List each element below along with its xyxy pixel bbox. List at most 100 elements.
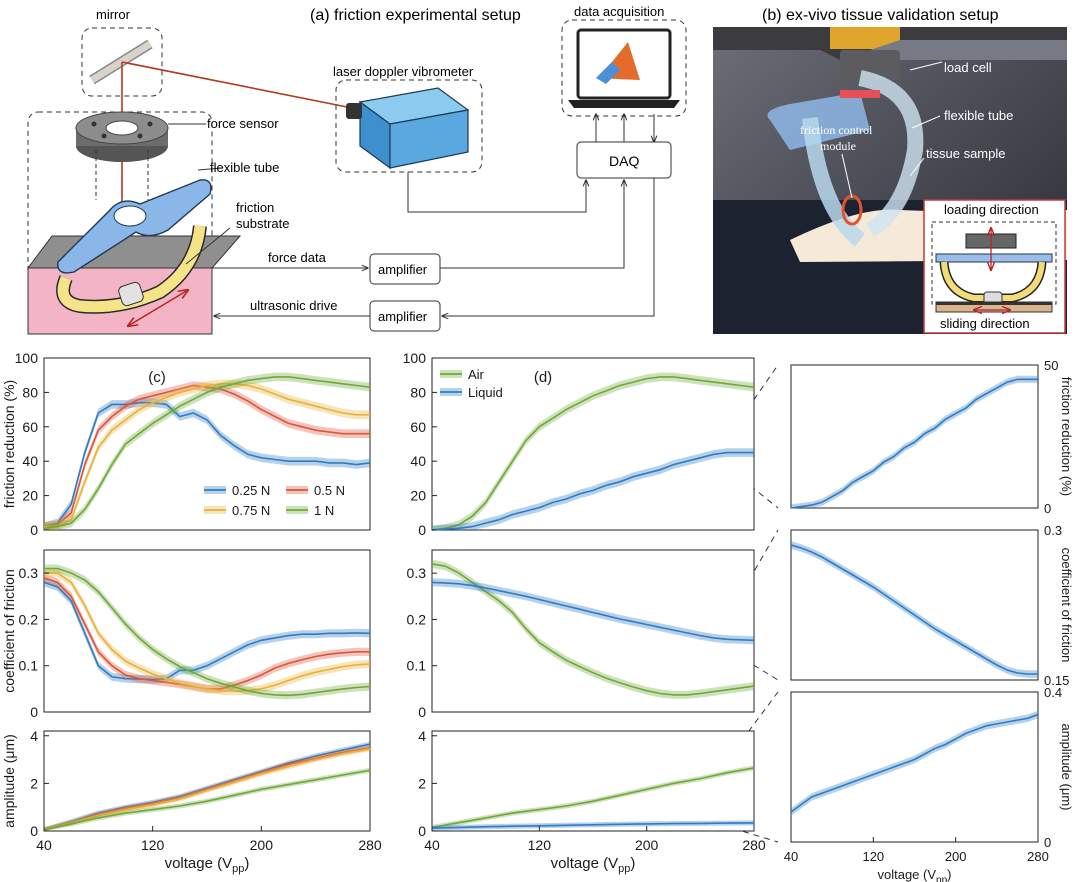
- label-module: module: [820, 139, 856, 153]
- xlabel-c_amp: voltage (Vpp): [165, 855, 250, 875]
- series-line-c_cof-0: [43, 581, 371, 681]
- ytick-label-d_cof: 0.3: [407, 565, 427, 581]
- xlabel-d_amp: voltage (Vpp): [551, 855, 636, 875]
- series-line-c_amp-3: [43, 769, 371, 831]
- ytick-label-z_amp: 0.4: [1044, 685, 1062, 700]
- series-line-z_amp-0: [790, 713, 1039, 813]
- label-ultrasonic-drive: ultrasonic drive: [250, 298, 337, 313]
- ytick-label-z_fr: 50: [1044, 358, 1058, 373]
- ytick-label-d_fr: 40: [410, 453, 426, 469]
- ytick-label-d_fr: 60: [410, 419, 426, 435]
- ytick-label-z_fr: 0: [1044, 501, 1051, 516]
- ytick-label-d_cof: 0.1: [407, 658, 427, 674]
- series-line-d_amp-0: [431, 767, 755, 829]
- ytick-label-d_cof: 0: [418, 704, 426, 720]
- series-line-c_fr-2: [44, 383, 370, 528]
- xtick-label-d_amp: 120: [528, 837, 552, 853]
- label-loading-direction: loading direction: [944, 202, 1039, 217]
- ytick-label-z_amp: 0: [1044, 835, 1051, 850]
- band-c_fr-3: [44, 372, 370, 530]
- leader-load-cell: [909, 61, 943, 71]
- ylabel-c_cof: coefficient of friction: [1, 569, 17, 692]
- mirror-box: [81, 27, 163, 97]
- ylabel-c_fr: friction reduction (%): [1, 380, 17, 508]
- series-line-c_amp-2: [43, 748, 371, 831]
- series-line-d_cof-1: [431, 581, 755, 642]
- axes-d_cof: [431, 549, 755, 713]
- ytick-label-d_amp: 4: [418, 728, 426, 744]
- label-friction-control: friction control: [800, 123, 873, 137]
- ylabel-z_fr: friction reduction (%): [1059, 377, 1074, 496]
- ylabel-z_cof: coefficient of friction: [1059, 548, 1074, 663]
- legend-label-c_fr: 0.5 N: [314, 483, 345, 498]
- ytick-label-c_cof: 0.3: [19, 565, 39, 581]
- legend-label-c_fr: 1 N: [314, 503, 334, 518]
- series-line-z_cof-0: [790, 544, 1038, 675]
- mirror-plate-face: [90, 41, 152, 83]
- axes-d_amp: [431, 730, 755, 832]
- label-data-acquisition: data acquisition: [574, 4, 664, 19]
- label-flexible-tube: flexible tube: [210, 160, 279, 175]
- legend-label-c_fr: 0.25 N: [232, 483, 270, 498]
- ytick-label-c_fr: 100: [15, 350, 39, 366]
- ldv-device: [346, 87, 470, 170]
- xlabel-z_amp: voltage (Vpp): [877, 867, 951, 882]
- ytick-label-c_cof: 0.2: [19, 611, 39, 627]
- ytick-label-d_cof: 0.2: [407, 611, 427, 627]
- label-substrate: substrate: [236, 216, 289, 231]
- band-d_cof-0: [432, 559, 754, 699]
- laptop-icon: [568, 28, 680, 108]
- leader-friction-control: [841, 153, 853, 199]
- label-tissue-sample: tissue sample: [926, 146, 1005, 161]
- band-c_amp-3: [44, 767, 370, 831]
- arrow-ldv-daq: [407, 172, 586, 213]
- band-c_cof-3: [44, 564, 370, 700]
- ytick-label-d_fr: 20: [410, 488, 426, 504]
- axes-z_amp: [790, 691, 1039, 843]
- ytick-label-c_amp: 0: [30, 823, 38, 839]
- series-line-c_amp-1: [43, 746, 371, 831]
- series-line-d_cof-0: [431, 563, 755, 696]
- series-line-c_cof-2: [44, 572, 371, 693]
- series-line-d_fr-1: [431, 451, 754, 531]
- axes-c_cof: [43, 549, 371, 713]
- xtick-label-c_amp: 200: [250, 837, 274, 853]
- ytick-label-c_fr: 40: [22, 453, 38, 469]
- label-load-cell: load cell: [944, 60, 992, 75]
- band-z_amp-0: [791, 710, 1038, 816]
- axes-z_cof: [790, 529, 1039, 681]
- ylabel-z_amp: amplitude (μm): [1059, 724, 1074, 811]
- ytick-label-d_fr: 100: [403, 350, 427, 366]
- series-line-c_cof-3: [44, 567, 371, 697]
- title-a: (a) friction experimental setup: [310, 7, 521, 24]
- series-line-c_fr-0: [43, 401, 371, 528]
- ytick-label-c_cof: 0.1: [19, 658, 39, 674]
- leader-photo-tube: [911, 115, 941, 129]
- zoom-line-cof-top: [715, 529, 779, 638]
- band-d_cof-1: [432, 578, 754, 645]
- xtick-label-d_amp: 200: [635, 837, 659, 853]
- arrow-amp-daq: [440, 180, 624, 269]
- sliding-arrow: [128, 290, 188, 326]
- panel-label-d_fr: (d): [534, 369, 552, 386]
- label-photo-tube: flexible tube: [944, 108, 1013, 123]
- arrow-daq-amp: [442, 178, 655, 316]
- xtick-label-z_amp: 200: [945, 849, 967, 864]
- label-ldv: laser doppler vibrometer: [333, 64, 474, 79]
- xtick-label-z_amp: 280: [1027, 849, 1049, 864]
- label-daq: DAQ: [609, 153, 639, 169]
- xtick-label-z_amp: 120: [862, 849, 884, 864]
- band-c_cof-0: [44, 578, 370, 684]
- ytick-label-d_fr: 80: [410, 384, 426, 400]
- label-mirror: mirror: [96, 7, 131, 22]
- xtick-label-d_amp: 40: [424, 837, 440, 853]
- photo-inset: [923, 199, 1066, 334]
- panel-label-c_fr: (c): [148, 369, 166, 386]
- xtick-label-d_amp: 280: [742, 837, 766, 853]
- band-c_fr-2: [44, 379, 370, 530]
- series-line-d_fr-0: [431, 376, 755, 531]
- ytick-label-c_fr: 80: [22, 384, 38, 400]
